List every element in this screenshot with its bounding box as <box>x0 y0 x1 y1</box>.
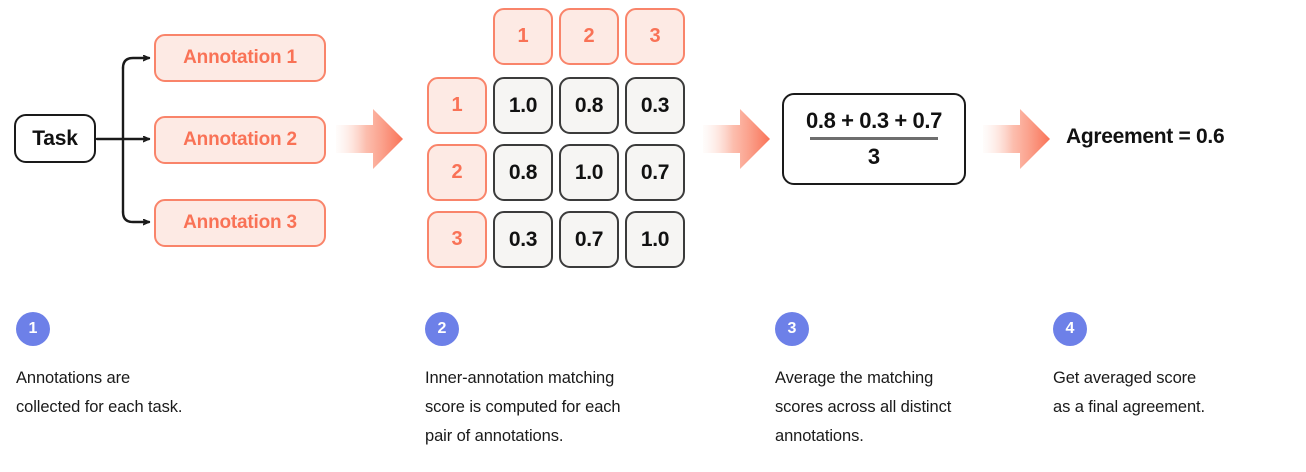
matrix-cell-1-2: 0.8 <box>559 77 619 134</box>
step-badge-2: 2 <box>425 312 459 346</box>
matrix-cell-3-3-value: 1.0 <box>640 227 670 251</box>
matrix-cell-1-3-value: 0.3 <box>640 93 670 117</box>
annotation-node-2[interactable]: Annotation 2 <box>154 116 326 164</box>
step-item-3: 3 Average the matching scores across all… <box>775 312 1035 451</box>
steps-row: 1 Annotations are collected for each tas… <box>0 312 1306 472</box>
formula-denominator: 3 <box>867 143 881 169</box>
matrix-row-header-3: 3 <box>427 211 487 268</box>
formula-fraction-bar <box>810 137 938 140</box>
matrix-cell-1-1: 1.0 <box>493 77 553 134</box>
step-badge-1: 1 <box>16 312 50 346</box>
step-description-4: Get averaged score as a final agreement. <box>1053 369 1205 416</box>
diagram-stage: Task Annotation 1 Annotation 2 Annotatio… <box>14 0 1225 290</box>
arrow-right-icon-3 <box>983 109 1050 169</box>
agreement-result-text: Agreement = 0.6 <box>1066 125 1225 148</box>
step-badge-3: 3 <box>775 312 809 346</box>
matrix-row-header-1: 1 <box>427 77 487 134</box>
step-description-1: Annotations are collected for each task. <box>16 369 183 416</box>
step-description-3: Average the matching scores across all d… <box>775 369 952 445</box>
matrix-cell-2-1: 0.8 <box>493 144 553 201</box>
matrix-row-header-1-label: 1 <box>451 94 463 116</box>
step-badge-4: 4 <box>1053 312 1087 346</box>
matrix-row-header-2-label: 2 <box>451 161 463 183</box>
matrix-row-header-3-label: 3 <box>451 228 463 250</box>
matrix-cell-3-1-value: 0.3 <box>508 227 538 251</box>
matrix-cell-3-2-value: 0.7 <box>574 227 604 251</box>
step-item-4: 4 Get averaged score as a final agreemen… <box>1053 312 1306 422</box>
annotation-node-3[interactable]: Annotation 3 <box>154 199 326 247</box>
task-node-label: Task <box>32 126 78 150</box>
matrix-cell-1-2-value: 0.8 <box>574 93 604 117</box>
matrix-col-header-3: 3 <box>625 8 685 65</box>
task-to-annotations-connectors <box>95 0 151 290</box>
matrix-cell-2-2-value: 1.0 <box>574 160 604 184</box>
matrix-col-header-3-label: 3 <box>649 25 661 47</box>
matrix-cell-2-3-value: 0.7 <box>640 160 670 184</box>
step-item-2: 2 Inner-annotation matching score is com… <box>425 312 685 451</box>
matrix-cell-2-1-value: 0.8 <box>508 160 538 184</box>
step-description-2: Inner-annotation matching score is compu… <box>425 369 621 445</box>
matrix-col-header-2-label: 2 <box>583 25 595 47</box>
annotation-node-1-label: Annotation 1 <box>183 47 297 68</box>
matrix-cell-2-2: 1.0 <box>559 144 619 201</box>
matrix-cell-1-1-value: 1.0 <box>508 93 538 117</box>
annotation-node-2-label: Annotation 2 <box>183 129 297 150</box>
matrix-col-header-2: 2 <box>559 8 619 65</box>
matrix-col-header-1-label: 1 <box>517 25 529 47</box>
matrix-cell-3-2: 0.7 <box>559 211 619 268</box>
formula-numerator: 0.8 + 0.3 + 0.7 <box>806 108 942 134</box>
matrix-cell-3-1: 0.3 <box>493 211 553 268</box>
matrix-cell-1-3: 0.3 <box>625 77 685 134</box>
average-formula-box: 0.8 + 0.3 + 0.7 3 <box>782 93 966 185</box>
annotation-node-1[interactable]: Annotation 1 <box>154 34 326 82</box>
step-item-1: 1 Annotations are collected for each tas… <box>16 312 276 422</box>
annotation-node-3-label: Annotation 3 <box>183 212 297 233</box>
task-node[interactable]: Task <box>14 114 96 163</box>
arrow-right-icon-1 <box>336 109 403 169</box>
matrix-row-header-2: 2 <box>427 144 487 201</box>
matrix-cell-2-3: 0.7 <box>625 144 685 201</box>
arrow-right-icon-2 <box>703 109 770 169</box>
matrix-col-header-1: 1 <box>493 8 553 65</box>
matrix-cell-3-3: 1.0 <box>625 211 685 268</box>
